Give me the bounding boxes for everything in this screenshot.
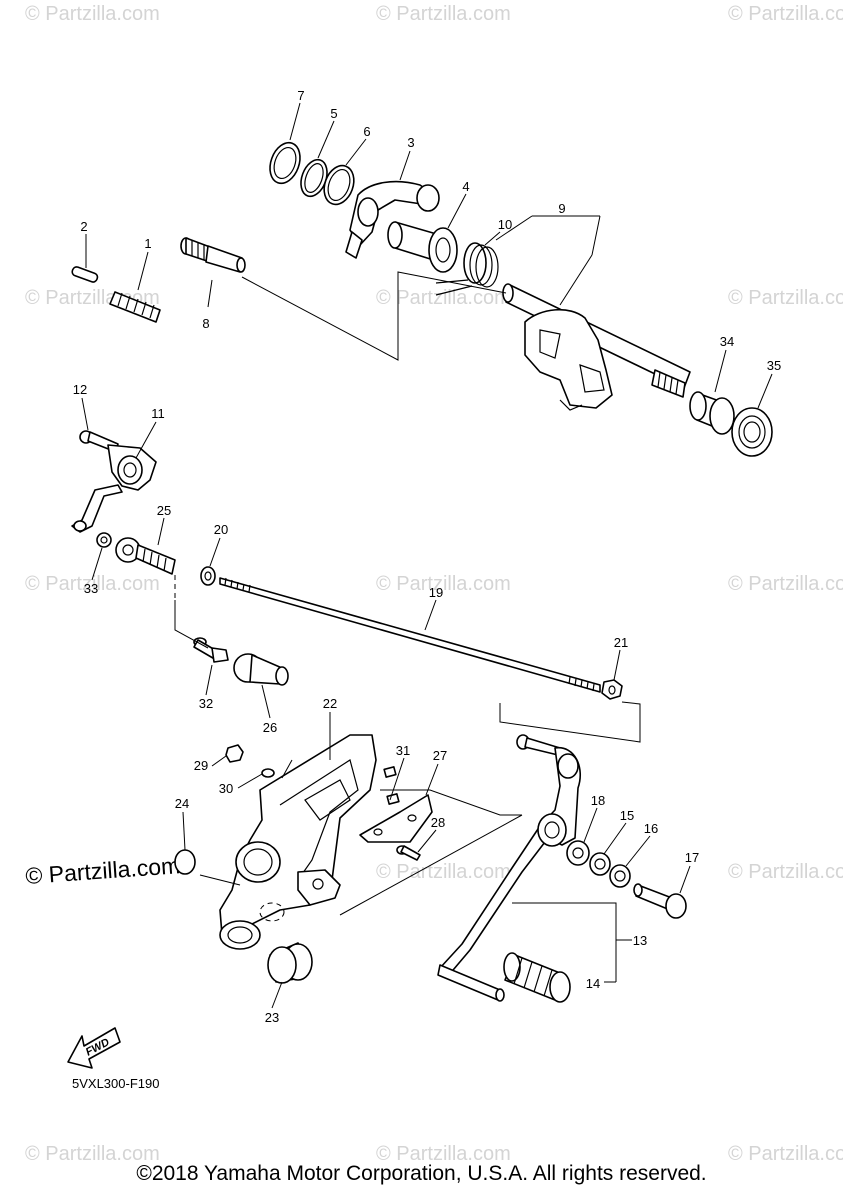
callout-23: 23	[265, 1010, 279, 1025]
leader-lines	[81, 102, 773, 1009]
callout-1: 1	[144, 236, 151, 251]
callout-25: 25	[157, 503, 171, 518]
watermark: © Partzilla.com	[728, 1143, 843, 1165]
watermark: © Partzilla.com	[376, 861, 511, 883]
callout-22: 22	[323, 696, 337, 711]
watermarks: © Partzilla.com © Partzilla.com © Partzi…	[25, 3, 843, 1165]
part-1-spring	[109, 291, 161, 323]
watermark: © Partzilla.com	[728, 287, 843, 309]
part-23-rubber	[267, 942, 313, 984]
watermark: © Partzilla.com	[25, 573, 160, 595]
part-29-nut	[225, 744, 244, 763]
callout-15: 15	[620, 808, 634, 823]
part-13-pedal	[437, 734, 582, 1002]
callout-28: 28	[431, 815, 445, 830]
callout-18: 18	[591, 793, 605, 808]
upper-assembly	[71, 141, 773, 457]
callout-30: 30	[219, 781, 233, 796]
callout-9: 9	[558, 201, 565, 216]
part-31-key	[383, 766, 400, 805]
callout-3: 3	[407, 135, 414, 150]
callout-34: 34	[720, 334, 734, 349]
callout-11: 11	[151, 406, 165, 421]
part-15-washer	[589, 852, 611, 876]
diagram-code: 5VXL300-F190	[72, 1076, 159, 1091]
part-35-seal	[731, 407, 773, 457]
watermark: © Partzilla.com	[25, 3, 160, 25]
callout-8: 8	[202, 316, 209, 331]
callout-27: 27	[433, 748, 447, 763]
callout-21: 21	[614, 635, 628, 650]
part-27-plate	[359, 794, 433, 843]
part-9-shaft	[502, 283, 691, 411]
part-16-washer	[609, 864, 631, 888]
part-28-screw	[396, 845, 421, 861]
callout-16: 16	[644, 821, 658, 836]
callout-29: 29	[194, 758, 208, 773]
part-20-nut	[200, 566, 216, 586]
callout-20: 20	[214, 522, 228, 537]
watermark: © Partzilla.com	[728, 3, 843, 25]
callout-14: 14	[586, 976, 600, 991]
callout-12: 12	[73, 382, 87, 397]
part-32-bolt	[193, 637, 229, 663]
part-33-washer	[96, 532, 112, 548]
part-8-bolt	[180, 237, 246, 273]
watermark: © Partzilla.com	[376, 1143, 511, 1165]
linkage-assembly	[71, 430, 623, 700]
callout-24: 24	[175, 796, 189, 811]
fwd-arrow-icon: FWD	[67, 1027, 121, 1069]
part-4-collar	[387, 221, 458, 273]
part-24-cap	[174, 849, 196, 875]
part-7-ring	[269, 141, 301, 185]
part-30-washer	[261, 768, 275, 778]
watermark: © Partzilla.com	[728, 573, 843, 595]
part-3-arm	[345, 180, 440, 259]
part-21-nut	[601, 679, 623, 700]
part-17-bolt	[633, 883, 687, 919]
callout-31: 31	[396, 743, 410, 758]
part-6-ring	[323, 164, 355, 206]
watermark: © Partzilla.com	[376, 287, 511, 309]
lower-assembly	[174, 701, 687, 1003]
callout-17: 17	[685, 850, 699, 865]
part-34-bush	[689, 391, 735, 435]
callout-7: 7	[297, 88, 304, 103]
watermark: © Partzilla.com	[728, 861, 843, 883]
part-19-rod	[219, 577, 601, 693]
copyright-text: ©2018 Yamaha Motor Corporation, U.S.A. A…	[136, 1162, 707, 1185]
callout-19: 19	[429, 585, 443, 600]
part-26-rod-end	[233, 653, 289, 686]
callouts: 1 2 3 4 5 6 7 8 9 10 11 12 13 14 15 16 1…	[73, 88, 781, 1025]
callout-4: 4	[462, 179, 469, 194]
callout-10: 10	[498, 217, 512, 232]
callout-13: 13	[633, 933, 647, 948]
callout-32: 32	[199, 696, 213, 711]
part-5-circlip	[300, 158, 328, 198]
callout-35: 35	[767, 358, 781, 373]
watermark-main: © Partzilla.com	[25, 852, 181, 889]
watermark: © Partzilla.com	[376, 3, 511, 25]
fwd-label: FWD	[84, 1036, 112, 1058]
part-2-pin	[71, 266, 99, 283]
watermark: © Partzilla.com	[376, 573, 511, 595]
part-25-rod-end	[115, 537, 176, 575]
callout-2: 2	[80, 219, 87, 234]
part-22-bracket	[219, 734, 377, 950]
part-10-spring	[435, 242, 499, 296]
part-11-arm	[71, 444, 157, 533]
callout-5: 5	[330, 106, 337, 121]
part-14-rubber	[503, 952, 571, 1003]
callout-33: 33	[84, 581, 98, 596]
part-18-washer	[566, 840, 590, 866]
callout-6: 6	[363, 124, 370, 139]
callout-26: 26	[263, 720, 277, 735]
watermark: © Partzilla.com	[25, 1143, 160, 1165]
